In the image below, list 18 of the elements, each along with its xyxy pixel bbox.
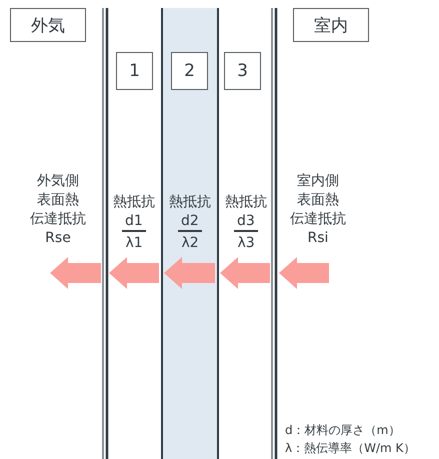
resistance-label: 熱抵抗 xyxy=(169,193,211,212)
fraction-numerator: d2 xyxy=(178,213,202,232)
label-box: 室内 xyxy=(293,8,369,42)
label-box: 3 xyxy=(224,52,261,90)
resistance-label: λ3 xyxy=(238,234,255,253)
label-box: 1 xyxy=(116,52,153,90)
resistance-label: 熱抵抗 xyxy=(225,193,267,212)
resistance-label: λ2 xyxy=(182,234,199,253)
fraction-numerator: d3 xyxy=(234,213,258,232)
resistance-label: 外気側表面熱伝達抵抗 Rse xyxy=(30,172,86,248)
note-text: d：材料の厚さ（m） xyxy=(285,422,400,439)
resistance-label: 熱抵抗 xyxy=(113,193,155,212)
resistance-label: 室内側表面熱伝達抵抗 Rsi xyxy=(290,172,346,248)
fraction-numerator: d1 xyxy=(122,213,146,232)
note-text: λ：熱伝導率（W/m K） xyxy=(285,440,416,457)
resistance-label: λ1 xyxy=(126,234,143,253)
label-box: 外気 xyxy=(10,8,86,42)
label-box: 2 xyxy=(171,52,208,90)
